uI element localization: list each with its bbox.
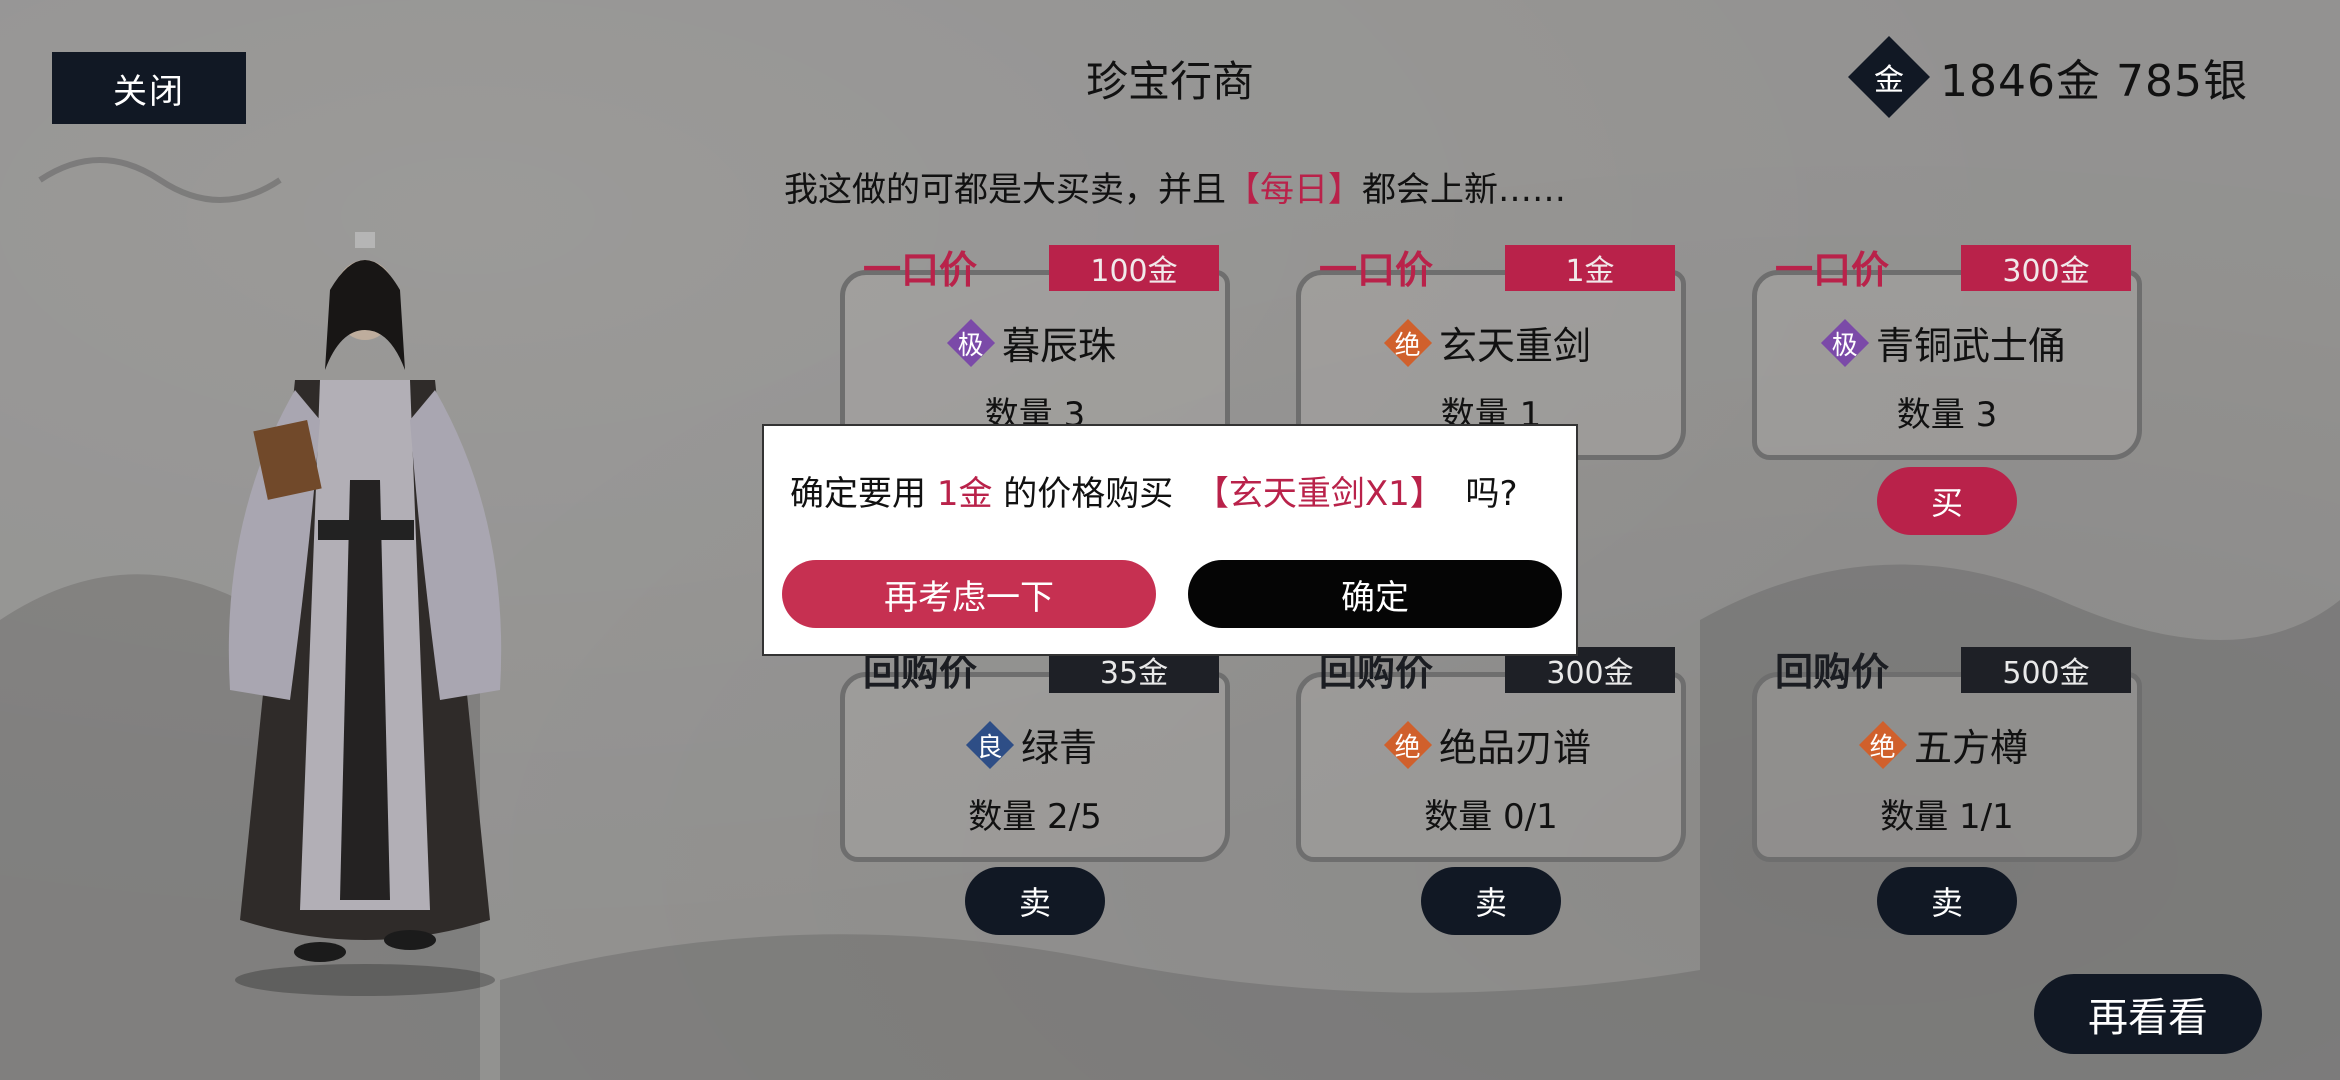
sell-item-card: 回购价 35金 良 绿青 数量 2/5 卖 — [840, 647, 1230, 935]
item-quantity: 数量 2/5 — [968, 797, 1102, 837]
sell-item-card: 回购价 300金 绝 绝品刃谱 数量 0/1 卖 — [1296, 647, 1686, 935]
item-quantity: 数量 1/1 — [1880, 797, 2014, 837]
sell-button[interactable]: 卖 — [1877, 867, 2017, 935]
price-tag-label: 一口价 — [863, 247, 978, 292]
daily-highlight: 【每日】 — [1226, 170, 1362, 210]
item-name: 五方樽 — [1913, 726, 2028, 770]
rarity-icon: 绝 — [1383, 720, 1433, 769]
item-name: 玄天重剑 — [1438, 324, 1591, 368]
sell-button[interactable]: 卖 — [1421, 867, 1561, 935]
close-button[interactable]: 关闭 — [52, 52, 246, 124]
item-quantity: 数量 3 — [1896, 395, 1998, 435]
item-name: 青铜武士俑 — [1875, 324, 2066, 368]
dialog-message: 确定要用 1金 的价格购买 【玄天重剑X1】 吗? — [790, 474, 1518, 514]
item-name: 绿青 — [1020, 726, 1097, 770]
rarity-icon: 极 — [946, 318, 996, 367]
purchase-confirm-dialog: 确定要用 1金 的价格购买 【玄天重剑X1】 吗? 再考虑一下 确定 — [762, 424, 1578, 656]
rarity-icon: 良 — [965, 720, 1015, 769]
rarity-icon: 极 — [1820, 318, 1870, 367]
sell-button[interactable]: 卖 — [965, 867, 1105, 935]
price-chip: 1金 — [1505, 245, 1675, 291]
confirm-button[interactable]: 确定 — [1188, 560, 1562, 628]
price-tag-label: 回购价 — [863, 649, 978, 694]
rarity-icon: 绝 — [1383, 318, 1433, 367]
price-tag-label: 回购价 — [1319, 649, 1434, 694]
buy-button[interactable]: 买 — [1877, 467, 2017, 535]
item-name: 绝品刃谱 — [1438, 726, 1591, 770]
dialog-item: 【玄天重剑X1】 — [1194, 474, 1444, 514]
price-chip: 100金 — [1049, 245, 1219, 291]
gold-coin-icon: 金 — [1847, 35, 1931, 119]
merchant-character — [228, 232, 502, 996]
item-name: 暮辰珠 — [1001, 324, 1116, 368]
buy-item-card: 一口价 300金 极 青铜武士俑 数量 3 买 — [1752, 245, 2142, 535]
price-tag-label: 一口价 — [1775, 247, 1890, 292]
cancel-button[interactable]: 再考虑一下 — [782, 560, 1156, 628]
sell-item-card: 回购价 500金 绝 五方樽 数量 1/1 卖 — [1752, 647, 2142, 935]
price-tag-label: 回购价 — [1775, 649, 1890, 694]
currency-display: 金 1846金 785银 — [1847, 35, 2248, 119]
item-quantity: 数量 0/1 — [1424, 797, 1558, 837]
refresh-button[interactable]: 再看看 — [2034, 974, 2262, 1054]
price-tag-label: 一口价 — [1319, 247, 1434, 292]
dialog-price: 1金 — [936, 474, 993, 514]
price-chip: 500金 — [1961, 647, 2131, 693]
merchant-intro-text: 我这做的可都是大买卖，并且【每日】都会上新…… — [784, 170, 1566, 210]
price-chip: 300金 — [1961, 245, 2131, 291]
currency-amount: 1846金 785银 — [1940, 56, 2248, 107]
rarity-icon: 绝 — [1858, 720, 1908, 769]
page-title: 珍宝行商 — [1085, 57, 1254, 106]
